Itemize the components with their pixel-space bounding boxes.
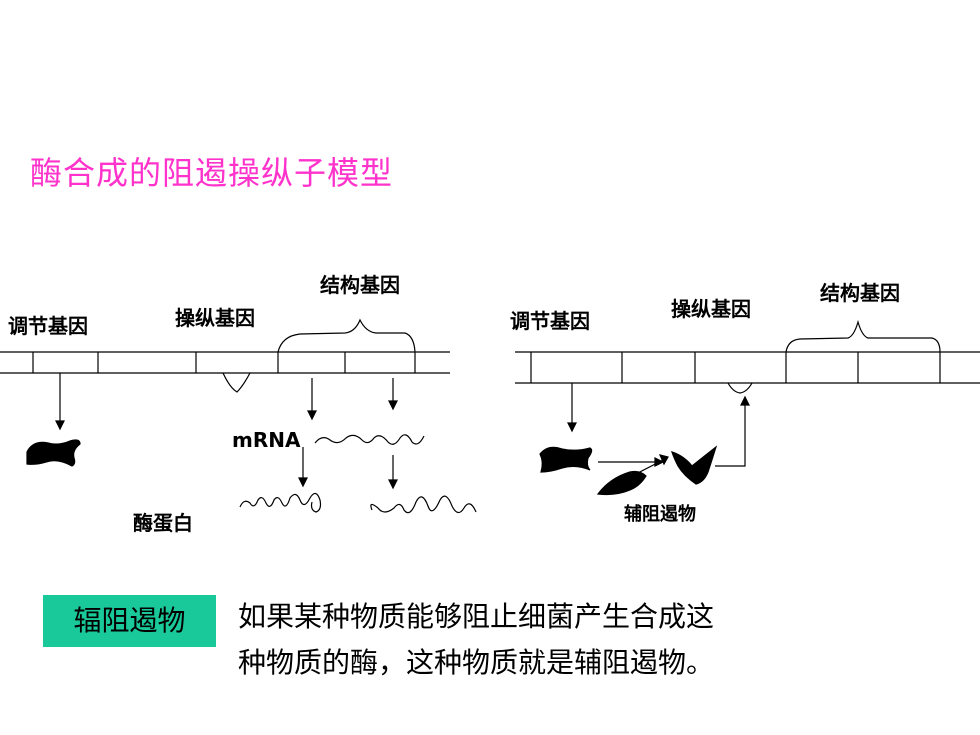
right-structural-gene-label: 结构基因	[820, 281, 900, 305]
right-operator-gene-label: 操纵基因	[671, 297, 751, 321]
left-structural-brace	[277, 318, 416, 353]
right-structural-brace	[785, 319, 941, 353]
corepressor-arrowhead	[658, 454, 669, 466]
left-regulator-gene-label: 调节基因	[8, 314, 88, 338]
left-mrna-arrowhead-1	[298, 477, 308, 488]
left-struct-arrowhead-1	[307, 410, 317, 421]
right-regulator-gene-label: 调节基因	[510, 309, 590, 333]
left-repressor-protein	[26, 439, 81, 467]
right-regulator-arrowhead	[567, 422, 577, 433]
description-line-2: 种物质的酶，这种物质就是辅阻遏物。	[238, 646, 715, 679]
complex-to-operator-line	[715, 398, 746, 467]
mrna-strand	[314, 434, 425, 445]
corepressor-molecule	[596, 470, 647, 496]
page-title: 酶合成的阻遏操纵子模型	[30, 154, 394, 192]
left-operator-dip	[222, 372, 251, 393]
complex-to-operator-arrowhead	[740, 395, 750, 406]
left-operator-gene-label: 操纵基因	[175, 306, 255, 330]
active-repressor-complex	[671, 445, 718, 485]
mrna-label: mRNA	[232, 428, 301, 452]
corepressor-description: 如果某种物质能够阻止细菌产生合成这 种物质的酶，这种物质就是辅阻遏物。	[238, 594, 938, 686]
right-repressor-protein	[539, 446, 593, 473]
left-structural-gene-label: 结构基因	[320, 273, 400, 297]
enzyme-protein-coil-2	[370, 495, 477, 514]
enzyme-protein-label: 酶蛋白	[133, 511, 193, 535]
description-line-1: 如果某种物质能够阻止细菌产生合成这	[238, 600, 715, 633]
corepressor-label: 辅阻遏物	[624, 503, 696, 525]
right-panel	[515, 319, 980, 496]
right-operator-dip	[727, 382, 753, 394]
left-panel	[0, 318, 477, 514]
left-regulator-arrowhead	[55, 420, 65, 431]
left-mrna-arrowhead-2	[388, 479, 398, 490]
left-struct-arrowhead-2	[388, 400, 398, 411]
enzyme-protein-coil-1	[239, 492, 322, 513]
corepressor-badge: 辐阻遏物	[43, 595, 216, 647]
